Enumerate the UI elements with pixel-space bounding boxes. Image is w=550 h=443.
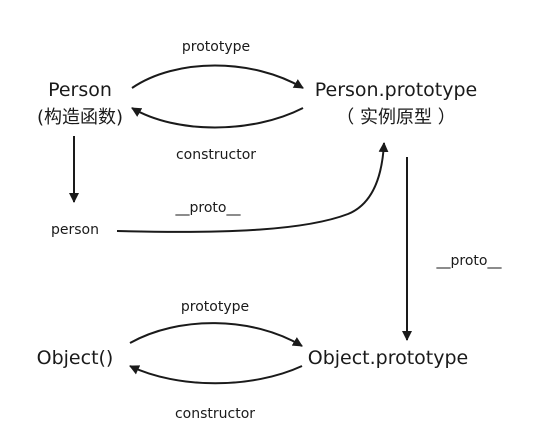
- object-prototype-to-object-label: constructor: [175, 406, 255, 422]
- object-prototype-to-object-arrow: [129, 365, 303, 385]
- prototype-to-person-arrow: [131, 107, 304, 129]
- object-prototype-name: Object.prototype: [308, 347, 469, 369]
- person-to-prototype-label: prototype: [182, 39, 250, 55]
- object-constructor-name: Object(): [37, 347, 114, 369]
- prototype-to-person-label: constructor: [176, 147, 256, 163]
- person-prototype-name: Person.prototype: [315, 79, 477, 101]
- object-to-prototype-arrow: [129, 322, 303, 347]
- person-prototype-subtitle: （ 实例原型 ）: [336, 107, 455, 128]
- prototype-proto-label: __proto__: [436, 253, 503, 269]
- object-to-prototype-label: prototype: [181, 299, 249, 315]
- person-constructor-subtitle: (构造函数): [37, 107, 123, 128]
- instance-proto-label: __proto__: [175, 200, 242, 216]
- person-constructor-name: Person: [48, 79, 112, 101]
- instance-proto-arrow: [116, 142, 389, 233]
- person-instance-name: person: [51, 222, 99, 238]
- person-to-prototype-arrow: [131, 64, 304, 89]
